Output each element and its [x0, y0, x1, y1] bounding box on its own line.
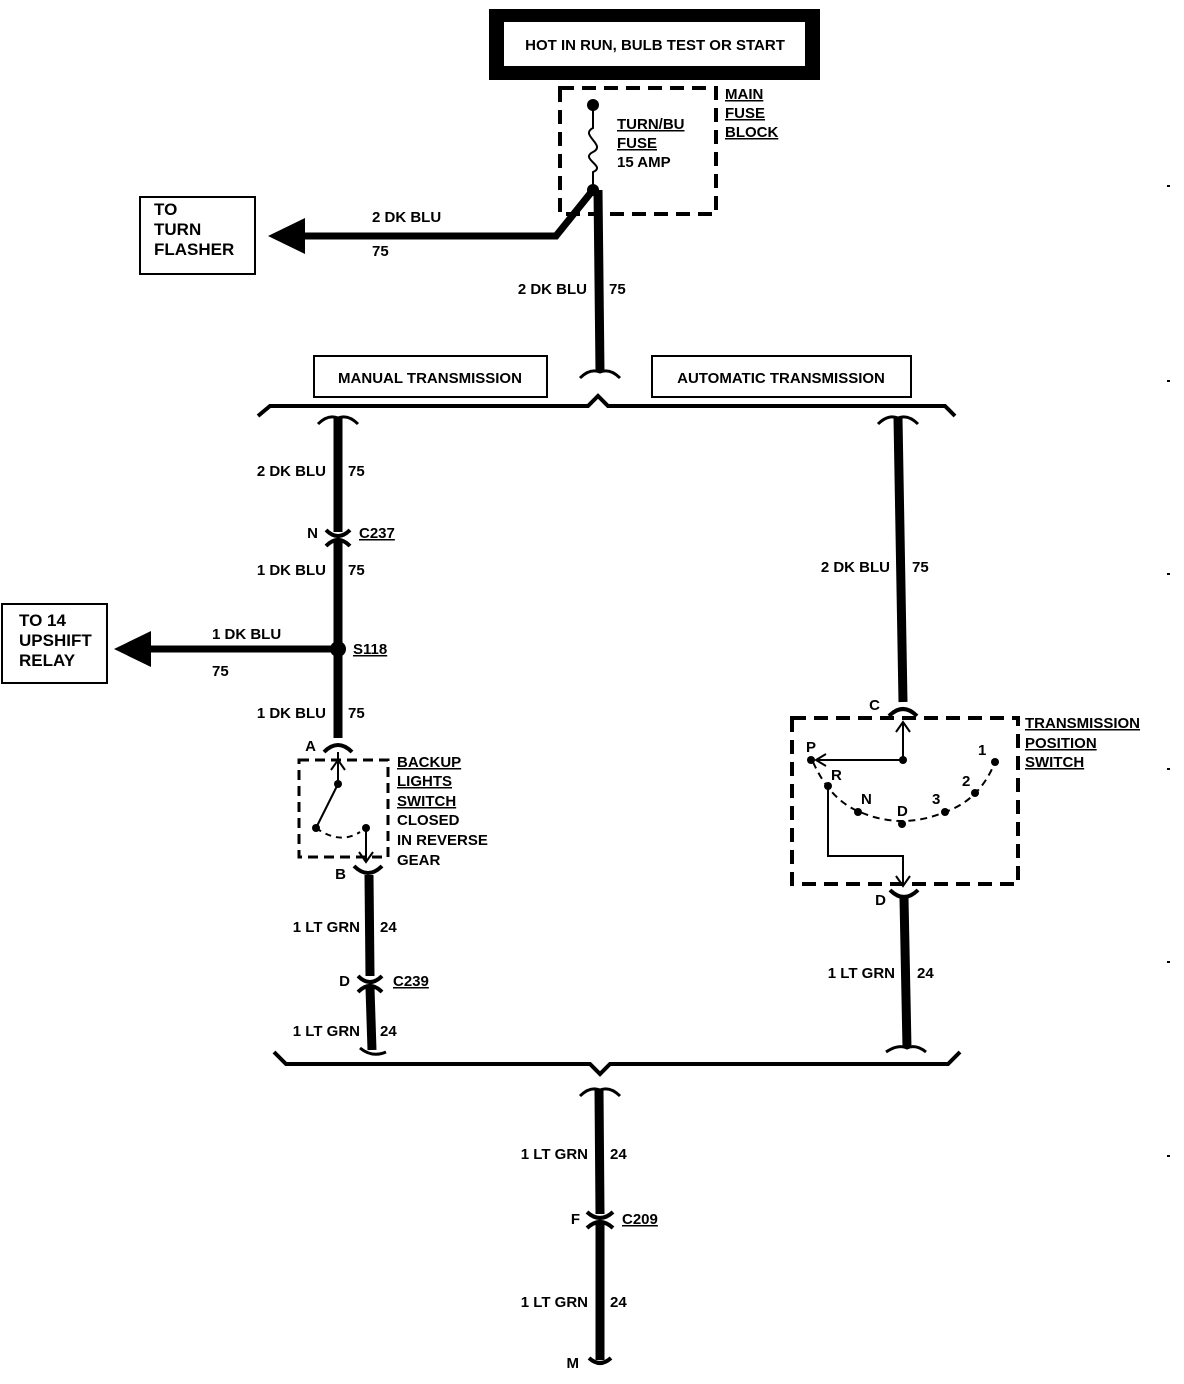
fuse-block-label-line3: BLOCK — [725, 124, 778, 141]
position-2: 2 — [962, 773, 970, 790]
connector-female-icon — [578, 369, 622, 380]
connector-b-icon — [352, 864, 384, 875]
backup-switch-note-line3: GEAR — [397, 852, 441, 869]
main-fuse-block: TURN/BU FUSE 15 AMP MAIN FUSE BLOCK — [558, 86, 778, 216]
trans-switch-pin-in: C — [869, 697, 880, 714]
backup-switch-note-line1: CLOSED — [397, 812, 460, 829]
turn-flasher-line1: TO — [154, 200, 177, 219]
position-r: R — [831, 767, 842, 784]
c239-connector-icon — [356, 974, 384, 984]
backup-switch-pin-out: B — [335, 866, 346, 883]
position-p: P — [806, 739, 816, 756]
backup-switch-name-line3: SWITCH — [397, 793, 456, 810]
trans-switch-pin-out: D — [875, 892, 886, 909]
connector-m-icon — [587, 1356, 613, 1365]
arrow-left-icon — [114, 631, 151, 667]
automatic-transmission-label: AUTOMATIC TRANSMISSION — [677, 370, 885, 387]
backup-lights-switch — [297, 758, 390, 859]
power-source-box: HOT IN RUN, BULB TEST OR START — [489, 9, 820, 80]
output-wire1-label: 1 LT GRN — [521, 1146, 588, 1163]
arrow-left-icon — [268, 218, 305, 254]
fuse-name-line1: TURN/BU — [617, 116, 685, 133]
turn-flasher-wire-label: 2 DK BLU — [372, 209, 441, 226]
manual-wire2-label: 1 DK BLU — [257, 562, 326, 579]
turn-flasher-line2: TURN — [154, 220, 201, 239]
position-d: D — [897, 803, 908, 820]
manual-wire3-label: 1 DK BLU — [257, 705, 326, 722]
s118-label: S118 — [353, 641, 387, 658]
auto-wire2-label: 1 LT GRN — [828, 965, 895, 982]
margin-ticks — [1167, 185, 1170, 1157]
upper-bus-line — [256, 393, 957, 418]
turn-flasher-branch: 2 DK BLU 75 TO TURN FLASHER — [139, 187, 596, 275]
trans-switch-name-line3: SWITCH — [1025, 754, 1084, 771]
backup-switch-name-line2: LIGHTS — [397, 773, 452, 790]
output-wire2-circuit: 24 — [610, 1294, 627, 1311]
c209-connector-icon — [585, 1210, 615, 1220]
connector-c-icon — [887, 707, 919, 718]
c239-label: C239 — [393, 973, 429, 990]
fuse-block-label-line2: FUSE — [725, 105, 765, 122]
fuse-rating: 15 AMP — [617, 154, 671, 171]
output-wire1-circuit: 24 — [610, 1146, 627, 1163]
auto-wire1-circuit: 75 — [912, 559, 929, 576]
backup-switch-name-line1: BACKUP — [397, 754, 461, 771]
manual-branch: 2 DK BLU 75 N C237 1 DK BLU 75 S118 1 DK… — [1, 415, 488, 1056]
transmission-position-switch — [790, 716, 1020, 886]
switch-blade-icon — [316, 783, 339, 827]
c239-pin: D — [339, 973, 350, 990]
arrow-down-icon — [358, 851, 374, 864]
arrow-up-icon — [895, 720, 911, 733]
position-1: 1 — [978, 742, 986, 759]
fuse-block-label-line1: MAIN — [725, 86, 763, 103]
connector-d-icon — [888, 888, 920, 899]
auto-wire1-label: 2 DK BLU — [821, 559, 890, 576]
manual-wire4-label: 1 LT GRN — [293, 919, 360, 936]
power-source-label: HOT IN RUN, BULB TEST OR START — [525, 37, 785, 54]
arrow-down-icon — [895, 875, 911, 888]
manual-wire2-circuit: 75 — [348, 562, 365, 579]
main-feed-wire-label: 2 DK BLU — [518, 281, 587, 298]
automatic-branch: 2 DK BLU 75 C TRANSMISSION POSITION SWIT… — [790, 415, 1140, 1054]
transmission-sections: MANUAL TRANSMISSION AUTOMATIC TRANSMISSI… — [256, 355, 957, 418]
manual-transmission-label: MANUAL TRANSMISSION — [338, 370, 522, 387]
c209-pin: F — [571, 1211, 580, 1228]
main-feed-wire: 2 DK BLU 75 — [518, 189, 626, 380]
upshift-relay-line2: UPSHIFT — [19, 631, 92, 650]
c237-pin: N — [307, 525, 318, 542]
fuse-element-icon — [588, 105, 598, 190]
output-wire2-label: 1 LT GRN — [521, 1294, 588, 1311]
lower-bus-line — [272, 1050, 962, 1077]
c209-label: C209 — [622, 1211, 658, 1228]
upshift-wire-label: 1 DK BLU — [212, 626, 281, 643]
output-branch: 1 LT GRN 24 F C209 1 LT GRN 24 M — [521, 1087, 658, 1372]
main-feed-circuit: 75 — [609, 281, 626, 298]
turn-flasher-circuit: 75 — [372, 243, 389, 260]
ground-pin: M — [567, 1355, 580, 1372]
position-n: N — [861, 791, 872, 808]
trans-switch-name-line1: TRANSMISSION — [1025, 715, 1140, 732]
manual-wire5-circuit: 24 — [380, 1023, 397, 1040]
backup-switch-pin-in: A — [305, 738, 316, 755]
manual-wire1-circuit: 75 — [348, 463, 365, 480]
c237-connector-icon — [324, 528, 352, 538]
backup-switch-note-line2: IN REVERSE — [397, 832, 488, 849]
upshift-relay-line3: RELAY — [19, 651, 76, 670]
upshift-circuit: 75 — [212, 663, 229, 680]
turn-flasher-line3: FLASHER — [154, 240, 234, 259]
trans-switch-name-line2: POSITION — [1025, 735, 1097, 752]
manual-wire3-circuit: 75 — [348, 705, 365, 722]
connector-a-icon — [322, 743, 354, 754]
fuse-name-line2: FUSE — [617, 135, 657, 152]
c237-label: C237 — [359, 525, 395, 542]
position-3: 3 — [932, 791, 940, 808]
auto-wire2-circuit: 24 — [917, 965, 934, 982]
manual-wire4-circuit: 24 — [380, 919, 397, 936]
manual-wire5-label: 1 LT GRN — [293, 1023, 360, 1040]
upshift-relay-line1: TO 14 — [19, 611, 66, 630]
arrow-up-icon — [330, 758, 346, 771]
manual-wire1-label: 2 DK BLU — [257, 463, 326, 480]
